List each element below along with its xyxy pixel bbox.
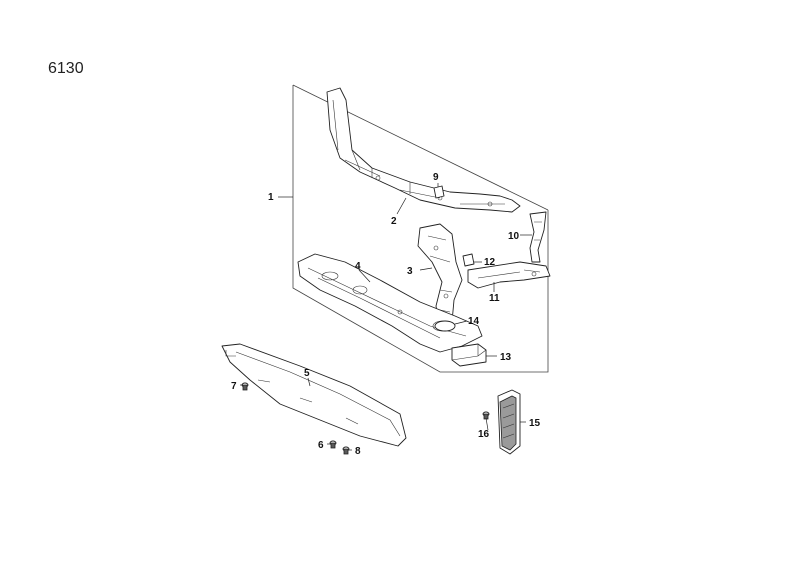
callout-15: 15	[529, 418, 541, 429]
callout-1: 1	[268, 192, 274, 203]
callout-5: 5	[304, 368, 310, 379]
pad-part[interactable]	[434, 320, 456, 332]
screw-part-6[interactable]	[329, 440, 337, 449]
callout-10: 10	[508, 231, 520, 242]
assembly-frame	[292, 85, 549, 373]
clip-part-16[interactable]	[482, 411, 490, 420]
callout-13: 13	[500, 352, 512, 363]
callout-3: 3	[407, 266, 413, 277]
under-cover-part[interactable]	[221, 343, 407, 447]
center-stay-part[interactable]	[417, 223, 463, 331]
callout-4: 4	[355, 261, 361, 272]
side-bracket-part[interactable]	[529, 211, 547, 263]
callout-16: 16	[478, 429, 490, 440]
bolt-part-7[interactable]	[241, 382, 249, 391]
callout-7: 7	[231, 381, 237, 392]
callout-9: 9	[433, 172, 439, 183]
guide-block-part[interactable]	[451, 343, 487, 367]
callout-11: 11	[489, 293, 500, 304]
upper-member-part[interactable]	[326, 87, 521, 213]
callout-8: 8	[355, 446, 361, 457]
callout-14: 14	[468, 316, 480, 327]
air-guide-part[interactable]	[497, 389, 521, 455]
clip-part-8[interactable]	[342, 446, 350, 455]
callout-12: 12	[484, 257, 496, 268]
latch-bracket-part[interactable]	[467, 261, 551, 289]
leader-lines	[240, 183, 532, 451]
clip-part[interactable]	[433, 185, 445, 199]
clip-part-12[interactable]	[462, 253, 475, 267]
callout-2: 2	[391, 216, 397, 227]
diagram-title: 6130	[48, 60, 84, 77]
callout-6: 6	[318, 440, 324, 451]
